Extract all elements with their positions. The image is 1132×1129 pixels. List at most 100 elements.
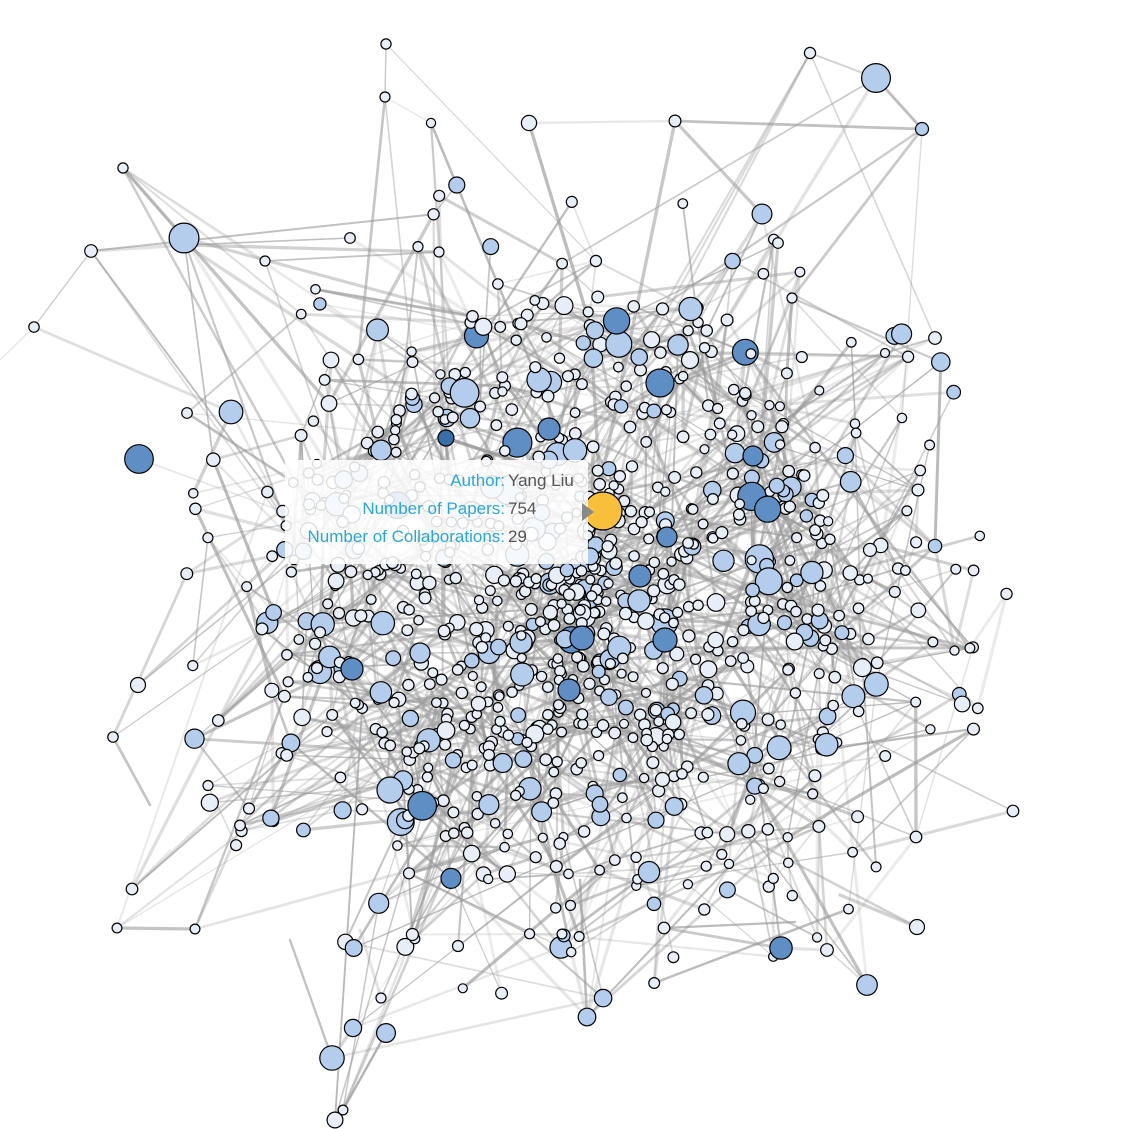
author-node[interactable]	[326, 1111, 344, 1129]
author-node[interactable]	[529, 851, 542, 864]
author-node[interactable]	[362, 569, 373, 581]
author-node[interactable]	[390, 425, 401, 436]
author-node[interactable]	[927, 636, 939, 648]
author-node[interactable]	[396, 937, 415, 956]
author-node[interactable]	[433, 189, 446, 202]
author-node[interactable]	[692, 599, 704, 611]
author-node[interactable]	[490, 419, 503, 432]
author-node[interactable]	[550, 902, 562, 914]
author-node[interactable]	[458, 719, 470, 732]
author-node[interactable]	[773, 775, 786, 788]
author-node[interactable]	[541, 389, 555, 403]
author-node[interactable]	[605, 330, 633, 358]
author-node[interactable]	[574, 604, 586, 616]
author-node[interactable]	[757, 611, 770, 625]
author-node[interactable]	[814, 732, 839, 757]
author-node[interactable]	[735, 717, 748, 730]
author-node[interactable]	[862, 632, 875, 646]
author-node[interactable]	[516, 652, 527, 664]
author-node[interactable]	[635, 515, 648, 529]
author-node[interactable]	[577, 1007, 597, 1027]
author-node[interactable]	[405, 387, 419, 401]
author-node[interactable]	[188, 487, 199, 499]
author-node[interactable]	[573, 930, 585, 942]
author-node[interactable]	[496, 371, 509, 384]
author-node[interactable]	[666, 556, 677, 567]
author-node[interactable]	[369, 681, 393, 704]
author-node[interactable]	[334, 771, 347, 784]
author-node[interactable]	[698, 903, 711, 916]
author-node[interactable]	[529, 295, 541, 306]
author-node[interactable]	[842, 565, 859, 581]
author-node[interactable]	[698, 342, 711, 354]
author-node[interactable]	[499, 841, 510, 853]
author-node[interactable]	[654, 346, 667, 359]
author-node[interactable]	[344, 565, 358, 579]
author-node[interactable]	[471, 790, 483, 802]
author-node[interactable]	[340, 657, 364, 681]
author-node[interactable]	[111, 922, 123, 934]
author-node[interactable]	[776, 615, 793, 631]
author-node[interactable]	[808, 769, 822, 783]
author-node[interactable]	[310, 661, 324, 675]
author-node[interactable]	[554, 296, 574, 316]
author-node[interactable]	[319, 1045, 345, 1071]
author-node[interactable]	[694, 685, 714, 705]
author-node[interactable]	[718, 881, 736, 899]
author-node[interactable]	[839, 470, 862, 493]
author-node[interactable]	[600, 596, 612, 607]
author-node[interactable]	[724, 252, 741, 270]
author-node[interactable]	[591, 464, 604, 477]
author-node[interactable]	[745, 605, 757, 617]
author-node[interactable]	[704, 428, 717, 441]
author-node[interactable]	[797, 469, 811, 482]
author-node[interactable]	[537, 832, 548, 843]
author-node[interactable]	[774, 439, 786, 450]
author-node[interactable]	[497, 386, 508, 397]
author-node[interactable]	[786, 292, 798, 304]
author-node[interactable]	[449, 571, 462, 585]
author-node[interactable]	[425, 117, 437, 129]
author-node[interactable]	[385, 650, 402, 667]
author-node[interactable]	[928, 331, 942, 345]
author-node[interactable]	[168, 222, 200, 254]
author-node[interactable]	[627, 522, 641, 536]
author-node[interactable]	[930, 352, 951, 372]
author-node[interactable]	[510, 707, 527, 723]
author-node[interactable]	[402, 867, 416, 880]
author-node[interactable]	[413, 742, 426, 755]
author-node[interactable]	[646, 756, 660, 770]
author-node[interactable]	[625, 460, 639, 473]
author-node[interactable]	[582, 306, 594, 318]
author-node[interactable]	[593, 477, 606, 491]
author-node[interactable]	[206, 452, 221, 467]
author-node[interactable]	[421, 771, 433, 783]
author-node[interactable]	[724, 655, 737, 667]
author-node[interactable]	[640, 436, 653, 448]
author-node[interactable]	[180, 567, 194, 581]
author-node[interactable]	[552, 653, 564, 664]
author-node[interactable]	[823, 516, 834, 527]
author-node[interactable]	[534, 616, 546, 628]
author-node[interactable]	[241, 581, 253, 593]
author-node[interactable]	[436, 721, 456, 740]
author-node[interactable]	[642, 331, 661, 349]
author-node[interactable]	[490, 638, 507, 656]
author-node[interactable]	[264, 682, 280, 698]
author-node[interactable]	[732, 508, 746, 521]
author-node[interactable]	[836, 447, 855, 465]
author-node[interactable]	[914, 464, 927, 477]
author-node[interactable]	[577, 825, 591, 838]
author-node[interactable]	[813, 668, 825, 680]
author-node[interactable]	[668, 114, 682, 128]
author-node[interactable]	[627, 589, 651, 613]
author-node[interactable]	[466, 759, 478, 771]
author-node[interactable]	[762, 762, 775, 775]
author-node[interactable]	[767, 872, 779, 885]
author-node[interactable]	[739, 386, 752, 400]
author-node[interactable]	[200, 793, 219, 812]
author-node[interactable]	[427, 208, 440, 221]
author-node[interactable]	[439, 738, 452, 751]
author-node[interactable]	[418, 591, 432, 605]
author-node[interactable]	[541, 723, 554, 735]
